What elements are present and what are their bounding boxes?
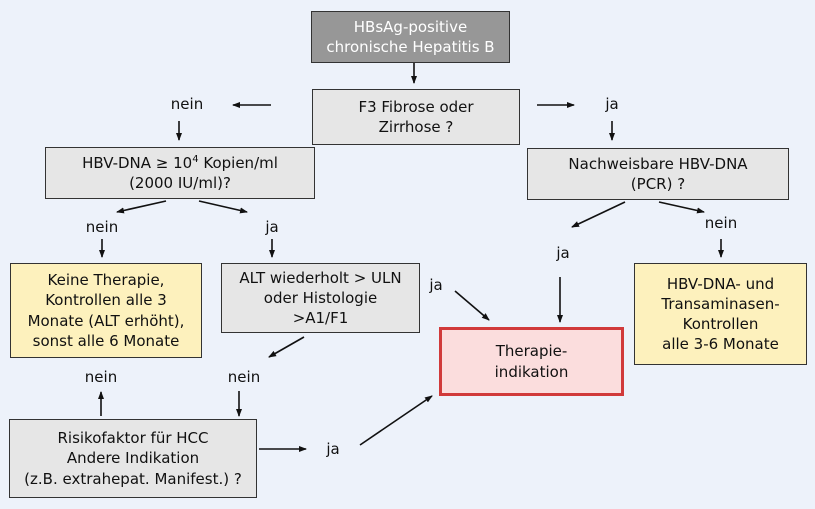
start-node: HBsAg-positive chronische Hepatitis B: [311, 11, 510, 63]
arrow-detectable-to-yes: [571, 201, 626, 228]
alt-histology-question: ALT wiederholt > ULN oder Histologie >A1…: [221, 263, 420, 333]
label-alt-no: nein: [227, 368, 261, 386]
threshold-line-1: HBV-DNA ≥ 104 Kopien/ml: [82, 153, 278, 172]
threshold-line-2: (2000 IU/ml)?: [129, 174, 231, 192]
therapy-indication-outcome: Therapie- indikation: [439, 327, 624, 396]
arrow-alt-to-no: [268, 336, 305, 358]
no-therapy-outcome: Keine Therapie, Kontrollen alle 3 Monate…: [10, 263, 202, 358]
arrow-dna-threshold-to-no: [116, 200, 167, 214]
arrow-detectable-to-no: [658, 201, 705, 214]
monitoring-outcome: HBV-DNA- und Transaminasen- Kontrollen a…: [634, 263, 807, 365]
risk-factor-question: Risikofaktor für HCC Andere Indikation (…: [9, 419, 257, 498]
label-fibrosis-yes: ja: [605, 95, 619, 113]
label-dna-threshold-yes: ja: [265, 218, 279, 236]
label-detectable-no: nein: [704, 214, 738, 232]
arrow-alt-yes-to-therapy: [454, 290, 490, 321]
label-fibrosis-no: nein: [170, 95, 204, 113]
hbv-dna-threshold-question: HBV-DNA ≥ 104 Kopien/ml (2000 IU/ml)?: [45, 147, 315, 199]
arrow-risk-yes-to-therapy: [359, 395, 433, 446]
label-risk-no: nein: [84, 368, 118, 386]
label-dna-threshold-no: nein: [85, 218, 119, 236]
detectable-dna-question: Nachweisbare HBV-DNA (PCR) ?: [527, 148, 789, 200]
fibrosis-question: F3 Fibrose oder Zirrhose ?: [312, 89, 520, 145]
label-risk-yes: ja: [326, 440, 340, 458]
label-alt-yes: ja: [429, 276, 443, 294]
label-detectable-yes: ja: [556, 244, 570, 262]
arrow-dna-threshold-to-yes: [198, 200, 248, 214]
